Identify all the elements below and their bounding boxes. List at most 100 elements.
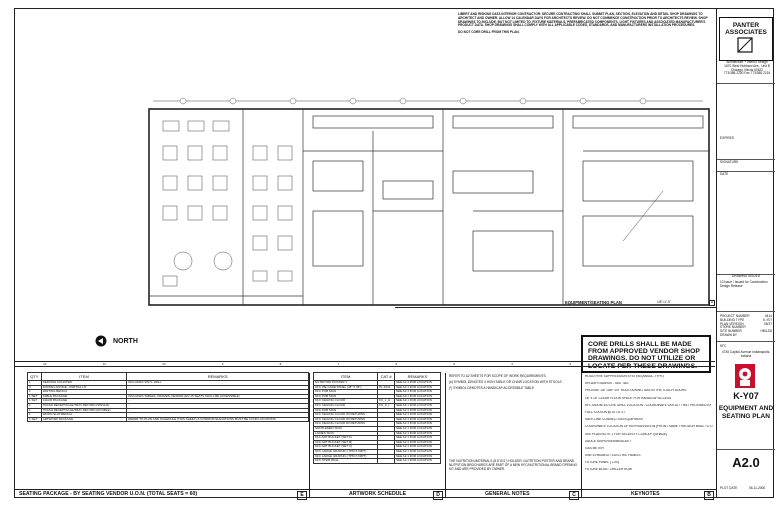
artwork-header: CAT # xyxy=(377,372,396,381)
divider xyxy=(309,373,310,498)
project-field-value: 0414 xyxy=(764,314,772,318)
issued-row: Design Release xyxy=(720,283,743,288)
artwork-letter: D xyxy=(433,491,443,500)
grid-label: 8 xyxy=(279,362,282,366)
general-note-line: (*) SYMBOL DENOTES A HANDICAP ACCESSIBLE… xyxy=(449,385,535,390)
project-field: DRAWN BY xyxy=(720,332,772,338)
firm-mark-icon xyxy=(737,37,753,53)
grid-label: 10 xyxy=(162,362,166,366)
keynote-item: FUTURE BLAST CHILLER ROW xyxy=(585,468,632,472)
table-cell: KFC STEM WALL xyxy=(312,458,379,464)
drawing-sheet: LIBERT AND RISKING DATA INTERIOR CONTRAC… xyxy=(14,8,775,500)
sheet-number: A2.0 xyxy=(732,455,760,470)
keynotes-footer: KEYNOTES B xyxy=(581,489,716,500)
seating-footer-text: SEATING PACKAGE - BY SEATING VENDOR U.O.… xyxy=(19,491,198,497)
grid-label: 5 xyxy=(453,362,456,366)
general-note-line: THE NUTRITION MATERIALS (8.5"X11") HOLDE… xyxy=(449,459,578,471)
table-cell: SEE A2.1 FOR LOCATION xyxy=(394,458,441,464)
store-code: K-Y07 xyxy=(733,391,759,401)
north-arrow: NORTH xyxy=(95,335,138,347)
plot-date-label: PLOT DATE xyxy=(720,486,738,490)
artwork-footer-text: ARTWORK SCHEDULE xyxy=(349,491,407,497)
project-field-label: SITE NUMBER xyxy=(720,329,742,334)
plan-scale: 1/8"=1'-0" xyxy=(657,300,671,304)
keynotes: HOOD FIRE SUPPRESSION SYSTEM (ANSUL-TYPE… xyxy=(585,375,713,476)
top-note-text: LIBERT AND RISKING DATA INTERIOR CONTRAC… xyxy=(458,12,708,28)
keynote-item: HOOD FIRE SUPPRESSION SYSTEM (ANSUL-TYPE… xyxy=(585,375,664,378)
top-note-warning: DO NOT CORE DRILL FROM THIS PLAN. xyxy=(458,30,520,35)
keynote-item: SPLASH GUARDS - SEE TAG xyxy=(585,382,629,386)
title-block: PANTER ASSOCIATES Architecture + Interio… xyxy=(716,9,775,498)
grid-label: 1 xyxy=(685,362,687,366)
plot-date: 06-11-2006 xyxy=(749,486,766,490)
project-field: PLAN VERSION 06/27 xyxy=(720,321,772,327)
table-cell: REFER TO PLAN AND SCHEDULE (THIS SHEET) … xyxy=(126,416,309,423)
project-field: STORE NUMBER xyxy=(720,326,772,330)
table-cell xyxy=(377,458,396,464)
keynote-item: KFC MOUNTED CRE GRILL LOCATION - COORDIN… xyxy=(585,403,713,407)
artwork-footer: ARTWORK SCHEDULE D xyxy=(309,489,445,500)
keynote-item: GAS METER xyxy=(585,446,604,450)
project-field: SITE NUMBER HB/LSD xyxy=(720,329,772,334)
project-field-label: PROJECT NUMBER xyxy=(720,314,750,318)
table-cell: ARTWORK PACKAGE xyxy=(40,416,128,423)
plan-caption-bar: EQUIPMENT/SEATING PLAN 1/8"=1'-0" A xyxy=(395,299,717,308)
north-arrow-icon xyxy=(95,335,107,347)
project-field: PROJECT NUMBER 0414 xyxy=(720,314,772,319)
seating-letter: E xyxy=(297,491,307,500)
grid-label: 6 xyxy=(395,362,398,366)
general-notes-letter: C xyxy=(569,491,579,500)
keynote-item: FULL STATION @ DIT-R 3.7 xyxy=(585,410,626,414)
core-drill-warning: CORE DRILLS SHALL BE MADE FROM APPROVED … xyxy=(581,335,711,373)
general-notes-footer: GENERAL NOTES C xyxy=(445,489,581,500)
project-field-label: STORE NUMBER xyxy=(720,325,746,330)
keynote-item: SAUCE DISPENSER/BRACKET xyxy=(585,439,632,443)
keynotes-letter: B xyxy=(704,491,714,500)
keynote-item: COORDINATE LOCATION OF REFRIGERATION (FR… xyxy=(585,425,713,429)
project-field-label: PLAN VERSION xyxy=(720,321,744,326)
sheet-title: EQUIPMENT AND SEATING PLAN xyxy=(718,405,774,420)
grid-label: 11 xyxy=(102,362,106,366)
project-field-value: K-Y07 xyxy=(763,317,772,322)
project-field-value: HB/LSD xyxy=(760,329,772,334)
grid-label: 9 xyxy=(221,362,224,366)
date-label: DATE xyxy=(720,172,729,176)
drawing-issued-label: DRAWING ISSUED xyxy=(731,274,761,278)
grid-label: 2 xyxy=(627,362,629,366)
plan-letter: A xyxy=(708,300,715,306)
seating-header: ITEM xyxy=(40,372,128,381)
keynote-item: 18" x 18" CLEAR FLOOR SPACE FOR HANDICAP… xyxy=(585,396,672,400)
top-general-note: LIBERT AND RISKING DATA INTERIOR CONTRAC… xyxy=(458,12,708,61)
store-address: 4745 Capitol Avenue Indianapolis, Indian… xyxy=(721,350,771,358)
brand-name: KFC xyxy=(720,344,727,348)
signature-label: SIGNATURE xyxy=(720,160,739,164)
seating-header: REMARKS xyxy=(126,372,309,381)
firm-phone: 773/388-2200 Fax 773/388-2216 xyxy=(723,71,771,76)
divider xyxy=(581,373,582,498)
grid-label: 12 xyxy=(43,362,47,366)
issued-row: 10 Issue / Issued for Construction xyxy=(720,280,768,284)
general-note-line: REFER TO A2 SHEETS FOR SCOPE OF WORK REQ… xyxy=(449,374,547,378)
project-field-label: DRAWN BY xyxy=(720,332,738,337)
general-note-line: (#) SYMBOL DENOTES 4 HIGH TABLE OR CHAIR… xyxy=(449,379,562,384)
firm-subtitle: Architecture + Interior Design xyxy=(726,60,768,64)
kfc-colonel-logo-icon xyxy=(735,364,755,388)
keynote-item: PROVIDE 1/8" GAP 1/4" HOLE DURING GAS IN… xyxy=(585,389,687,393)
keynotes-footer-text: KEYNOTES xyxy=(631,491,660,497)
firm-address: 1670 West Hubbard Ave., Unit B Chicago, … xyxy=(724,63,770,72)
seating-header: QTY xyxy=(27,372,42,381)
keynote-item: SEE PLAN NOTE 1 FOR SECURITY CONCEPT(SHA… xyxy=(585,432,668,436)
table-cell: 1 SET xyxy=(27,416,42,423)
expires-label: EXPIRES xyxy=(720,136,734,140)
project-field-value: 06/27 xyxy=(764,321,772,326)
keynote-item: FUTURE PANEL ( 1.04) xyxy=(585,461,620,465)
floor-plan-drawing xyxy=(148,97,710,306)
